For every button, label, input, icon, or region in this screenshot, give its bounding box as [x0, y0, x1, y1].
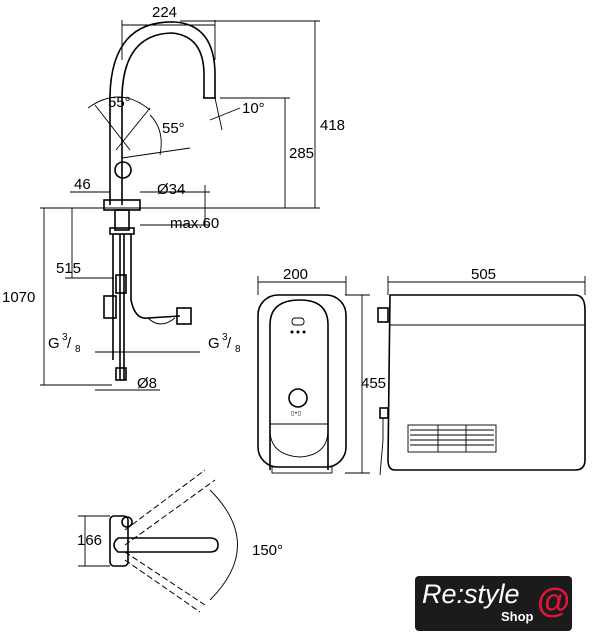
angle-55-top: 55°: [108, 94, 131, 111]
dim-diameter-8: Ø8: [137, 375, 157, 392]
svg-text:3: 3: [222, 332, 228, 343]
svg-text:/: /: [67, 335, 72, 352]
angle-55-side: 55°: [162, 120, 185, 137]
thread-label-right: G 3 / 8: [208, 332, 241, 355]
dim-46: 46: [74, 176, 91, 193]
dim-224: 224: [152, 4, 177, 21]
svg-text:G: G: [48, 335, 60, 352]
thread-label-left: G 3 / 8: [48, 332, 81, 355]
faucet-top-view: [78, 469, 238, 613]
dim-455: 455: [361, 375, 386, 392]
dim-285: 285: [289, 145, 314, 162]
dim-max-60: max.60: [170, 215, 219, 232]
dim-diameter-34: Ø34: [157, 181, 185, 198]
svg-text:▯+▯: ▯+▯: [291, 411, 301, 417]
dim-515: 515: [56, 260, 81, 277]
faucet-drawing: [40, 20, 320, 391]
boiler-front-view: ▯+▯: [257, 276, 370, 474]
svg-text:/: /: [227, 335, 232, 352]
dim-166: 166: [77, 532, 102, 549]
dim-200: 200: [283, 266, 308, 283]
angle-10: 10°: [242, 100, 265, 117]
restyle-shop-logo: Re:style Shop @: [415, 576, 572, 631]
dim-505: 505: [471, 266, 496, 283]
boiler-side-view: [377, 276, 586, 476]
dim-1070: 1070: [2, 289, 35, 306]
svg-text:3: 3: [62, 332, 68, 343]
dim-418: 418: [320, 117, 345, 134]
svg-text:8: 8: [235, 344, 241, 355]
svg-text:G: G: [208, 335, 220, 352]
angle-150: 150°: [252, 542, 283, 559]
svg-text:8: 8: [75, 344, 81, 355]
